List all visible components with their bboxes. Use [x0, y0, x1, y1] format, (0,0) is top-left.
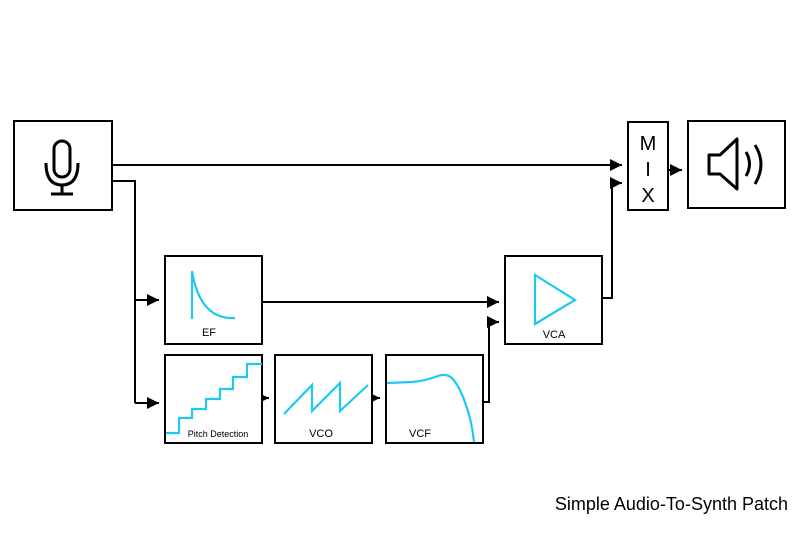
wire-vcf-to-vca [484, 316, 499, 403]
speaker-icon [707, 137, 763, 191]
pitch-detection-label: Pitch Detection [188, 429, 249, 439]
ef-label: EF [202, 327, 216, 339]
lowpass-filter-icon [386, 373, 476, 443]
module-input[interactable] [13, 120, 113, 211]
amplifier-triangle-icon [533, 273, 578, 326]
envelope-decay-icon [190, 270, 236, 320]
module-vco[interactable]: VCO [274, 354, 373, 444]
module-vcf[interactable]: VCF [385, 354, 484, 444]
vca-label: VCA [543, 329, 566, 341]
module-ef[interactable]: EF [164, 255, 263, 345]
mix-letter-m: M [640, 133, 657, 155]
vcf-label: VCF [409, 428, 431, 440]
microphone-icon [44, 139, 80, 196]
module-mix[interactable]: M I X [627, 121, 669, 211]
vco-label: VCO [309, 428, 333, 440]
wire-input-branch [112, 180, 136, 403]
wire-vca-to-mix [602, 177, 622, 299]
wires [112, 159, 682, 409]
diagram-title: Simple Audio-To-Synth Patch [554, 494, 788, 514]
module-vca[interactable]: VCA [504, 255, 603, 345]
mix-letter-i: I [645, 159, 651, 181]
mix-letter-x: X [641, 185, 654, 207]
module-pitch-detection[interactable]: Pitch Detection [164, 354, 263, 444]
module-output[interactable] [687, 120, 786, 209]
sawtooth-wave-icon [283, 380, 369, 415]
staircase-icon [166, 362, 262, 435]
